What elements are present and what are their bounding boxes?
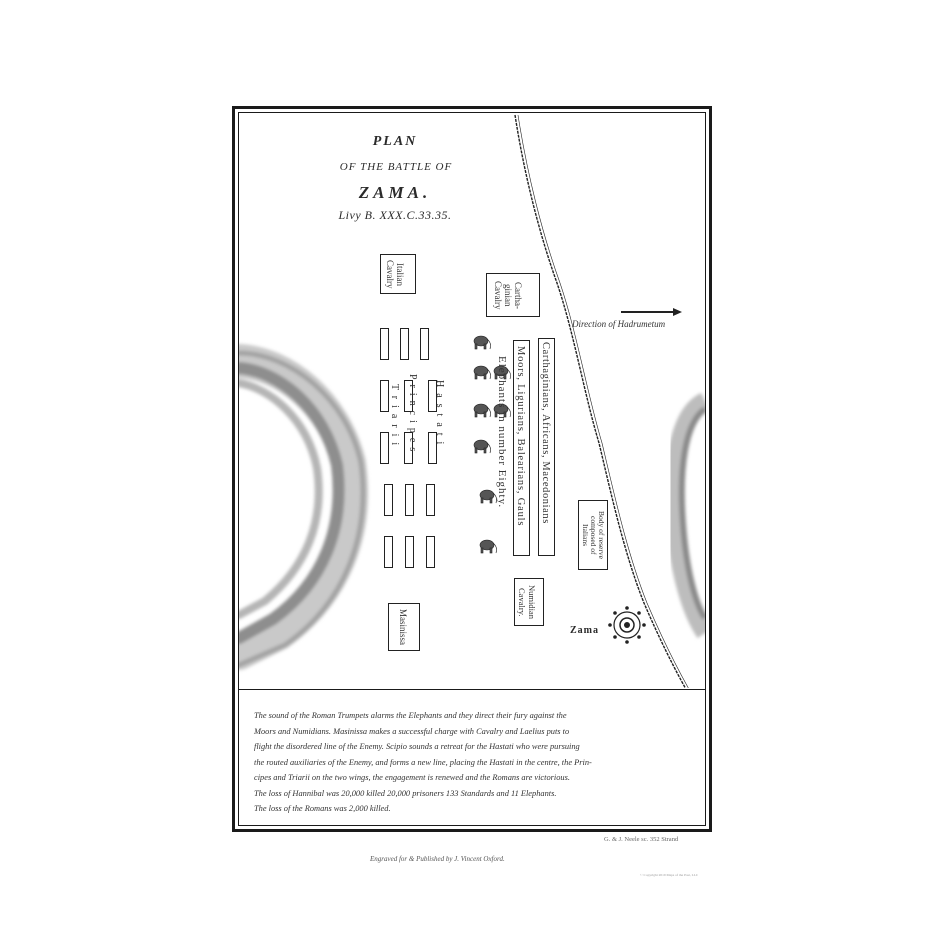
note-line: cipes and Triarii on the two wings, the … [254, 773, 570, 782]
maniple [404, 432, 413, 464]
note-line: Moors and Numidians. Masinissa makes a s… [254, 726, 570, 736]
maniple [426, 536, 435, 568]
copyright-notice: © Copyright 2019 Maps of the Past, LLC [640, 873, 699, 877]
map-title-plan: PLAN [372, 134, 418, 149]
zama-label: Zama [570, 625, 599, 636]
masinissa-unit [388, 603, 420, 651]
battle-map-canvas [239, 114, 705, 688]
carthaginian-cavalry-unit [486, 273, 540, 317]
publisher-credit: Engraved for & Published by J. Vincent O… [370, 855, 505, 863]
carthaginians-line [538, 338, 555, 556]
maniple [428, 432, 437, 464]
note-line: flight the disordered line of the Enemy.… [254, 742, 580, 751]
maniple [380, 328, 389, 360]
italian-cavalry-label: Italian Cavalry [385, 259, 405, 289]
maniple [384, 484, 393, 516]
engraver-credit: G. & J. Neele sc. 352 Strand [604, 836, 679, 843]
battle-description: The sound of the Roman Trumpets alarms t… [254, 708, 700, 817]
note-line: The sound of the Roman Trumpets alarms t… [254, 711, 567, 720]
hastati-label: Hastati [434, 380, 445, 451]
maniple [384, 536, 393, 568]
maniple [428, 380, 437, 412]
note-line: The loss of Hannibal was 20,000 killed 2… [254, 788, 557, 798]
map-outer-border [232, 106, 712, 832]
reserve-label: Body of reserve composed of Italians [581, 511, 606, 559]
map-title-zama: ZAMA. [358, 183, 432, 202]
elephants-label: Elephants in number Eighty. [496, 356, 508, 509]
river-line [514, 114, 687, 688]
moors-line [513, 340, 530, 556]
maniple [400, 328, 409, 360]
zama-town-icon [608, 606, 646, 644]
italian-cavalry-unit [380, 254, 416, 294]
maniple [405, 536, 414, 568]
map-title-source: Livy B. XXX.C.33.35. [338, 208, 452, 222]
principes-label: Principes [407, 374, 418, 457]
note-line: The loss of the Romans was 2,000 killed. [254, 804, 391, 813]
note-divider [238, 689, 706, 690]
elephants-icon [473, 335, 511, 554]
maniple [380, 432, 389, 464]
maniple [426, 484, 435, 516]
moors-label: Moors, Ligurians, Balearians, Gauls [515, 346, 526, 527]
note-line: the routed auxiliaries of the Enemy, and… [254, 757, 592, 767]
numidian-cavalry-label: Numidian Cavalry. [517, 585, 537, 619]
right-hill-icon [665, 392, 705, 639]
maniple [380, 380, 389, 412]
carthaginians-label: Carthaginians, Africans, Macedonians [540, 342, 551, 524]
carthaginian-cavalry-label: Cartha- ginian Cavalry [493, 280, 523, 310]
maniple [405, 484, 414, 516]
direction-arrow-icon [621, 308, 682, 316]
reserve-unit [578, 500, 608, 570]
map-inner-border [238, 112, 706, 826]
direction-label: Direction of Hadrumetum [572, 319, 666, 329]
maniple [420, 328, 429, 360]
map-title-battle: OF THE BATTLE OF [339, 161, 453, 173]
masinissa-label: Masinissa [398, 609, 408, 645]
left-hill-icon [239, 344, 369, 670]
numidian-cavalry-unit [514, 578, 544, 626]
triarii-label: Triarii [389, 384, 400, 452]
maniple [404, 380, 413, 412]
